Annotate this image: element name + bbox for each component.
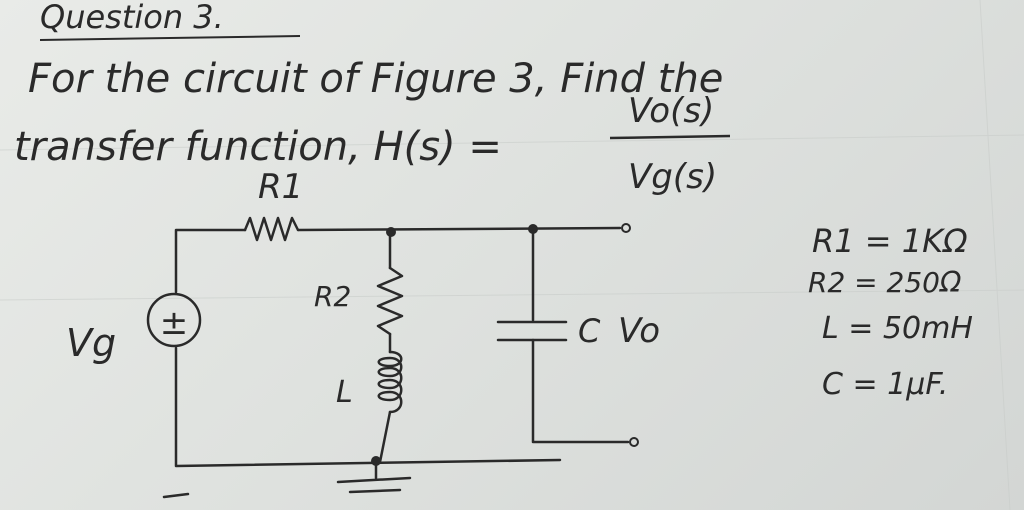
circuit-wires [162, 216, 630, 499]
r1-label: R1 [258, 167, 303, 207]
voltage-source [146, 292, 202, 348]
r2-label: R2 [314, 280, 351, 313]
circuit-nodes [371, 223, 639, 466]
r1-resistor [243, 216, 300, 242]
question-heading: Question 3. [40, 0, 224, 36]
value-c: C = 1μF. [822, 367, 948, 402]
transfer-numerator: Vo(s) [628, 91, 714, 131]
question-line-2: transfer function, H(s) = [14, 124, 502, 170]
question-line-1: For the circuit of Figure 3, Find the [28, 56, 723, 102]
source-symbol: ± [160, 303, 189, 343]
inductor-coil [377, 350, 403, 414]
c-label: C [578, 312, 601, 350]
vg-label: Vg [66, 321, 116, 365]
heading-underline [39, 35, 301, 41]
fraction-bar [609, 134, 731, 140]
r2-resistor [376, 266, 404, 336]
vo-label: Vo [618, 311, 660, 351]
value-l: L = 50mH [822, 311, 973, 346]
l-label: L [336, 375, 353, 410]
transfer-denominator: Vg(s) [628, 157, 717, 197]
value-r2: R2 = 250Ω [808, 266, 962, 299]
value-r1: R1 = 1KΩ [812, 222, 968, 260]
